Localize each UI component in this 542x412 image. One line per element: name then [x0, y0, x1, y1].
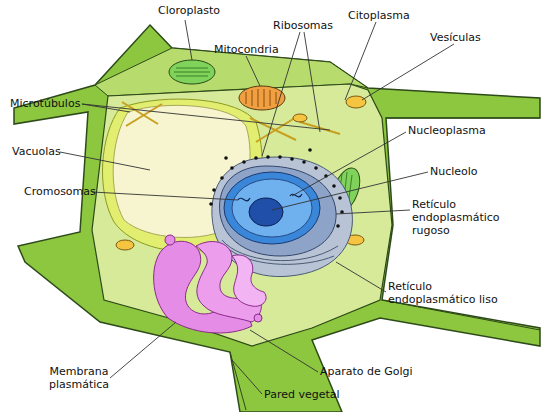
- leader-line: [304, 32, 320, 132]
- vesicle: [346, 96, 366, 108]
- leader-line: [292, 132, 406, 196]
- leader-line: [185, 20, 192, 60]
- part-label: Ribosomas: [273, 19, 333, 32]
- golgi-apparatus: [154, 235, 266, 333]
- microtubules: [122, 102, 340, 142]
- ribosome: [290, 157, 294, 161]
- part-label: Cromosomas: [24, 185, 96, 198]
- vesicle: [116, 240, 134, 250]
- microtubule: [126, 104, 162, 126]
- vesicle: [293, 114, 307, 122]
- ribosome: [278, 155, 282, 159]
- ribosome: [338, 196, 342, 200]
- ribosome: [302, 160, 306, 164]
- chloroplast-thylakoids: [174, 68, 210, 76]
- leader-line: [272, 172, 428, 210]
- nuclear-envelope: [224, 172, 320, 244]
- ribosome: [308, 148, 312, 152]
- mitochondrion: [239, 86, 285, 110]
- leader-line: [250, 330, 318, 372]
- microtubule: [256, 116, 298, 142]
- part-label: Vacuolas: [12, 145, 61, 158]
- ribosome: [242, 160, 246, 164]
- golgi-vesicle: [165, 235, 175, 245]
- part-label: Pared vegetal: [264, 388, 340, 401]
- ribosome: [332, 184, 336, 188]
- ribosome: [224, 156, 228, 160]
- leader-line: [82, 104, 330, 130]
- ribosome: [266, 155, 270, 159]
- ribosome: [314, 166, 318, 170]
- microtubule: [122, 102, 158, 124]
- leader-line: [60, 152, 150, 170]
- part-label: Nucleoplasma: [408, 124, 486, 137]
- ribosome: [336, 224, 340, 228]
- part-label: Retículo endoplasmático rugoso: [412, 198, 540, 237]
- part-label: Vesículas: [430, 31, 481, 44]
- leader-line: [345, 22, 376, 100]
- part-label: Aparato de Golgi: [320, 365, 413, 378]
- leader-line: [246, 56, 260, 86]
- leader-line: [362, 44, 454, 100]
- leader-line: [110, 322, 176, 378]
- microtubule: [300, 122, 340, 134]
- part-label: Citoplasma: [348, 9, 410, 22]
- ribosome: [254, 156, 258, 160]
- smooth-er: [212, 157, 353, 277]
- golgi-vesicle: [254, 314, 262, 322]
- chromosomes: [238, 194, 302, 201]
- leader-line: [232, 360, 262, 394]
- ribosome: [212, 188, 216, 192]
- rough-er: [220, 166, 337, 256]
- part-label: Retículo endoplasmático liso: [388, 280, 512, 306]
- ribosomes: [209, 148, 344, 228]
- cell-wall: [14, 25, 540, 412]
- part-label: Cloroplasto: [158, 4, 220, 17]
- ribosome: [209, 202, 213, 206]
- nucleolus: [249, 198, 283, 226]
- chloroplast: [169, 60, 215, 84]
- ribosome: [230, 166, 234, 170]
- part-label: Microtúbulos: [10, 97, 80, 110]
- leader-line: [336, 210, 410, 214]
- leader-line: [336, 262, 386, 292]
- part-label: Nucleolo: [430, 165, 478, 178]
- nucleoplasm: [232, 179, 312, 237]
- part-label: Membrana plasmática: [46, 365, 112, 391]
- part-label: Mitocondria: [214, 43, 279, 56]
- mitochondrion-cristae: [246, 89, 276, 107]
- leader-line: [92, 192, 238, 200]
- ribosome: [220, 176, 224, 180]
- cytoplasm: [92, 84, 392, 346]
- golgi-cisterna: [232, 255, 266, 306]
- leader-lines: [60, 20, 454, 394]
